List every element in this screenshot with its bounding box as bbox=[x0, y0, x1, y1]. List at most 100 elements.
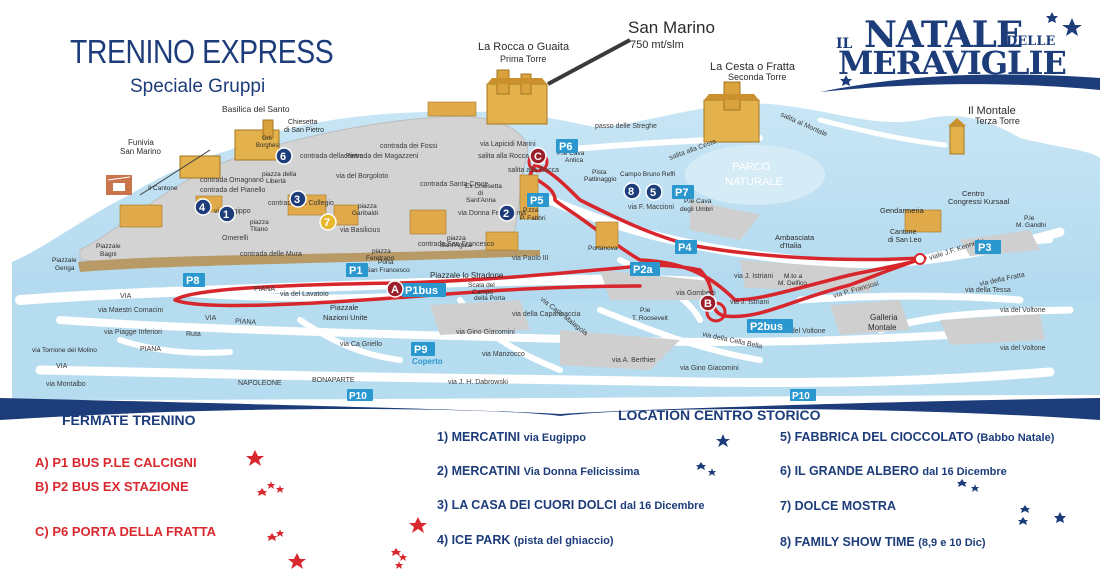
location-item-main: 6) IL GRANDE ALBERO bbox=[780, 464, 923, 478]
label-piazzale-genga-sub: Genga bbox=[55, 265, 75, 272]
place-labels: Piazzale Nazioni Unite Piazzale lo Strad… bbox=[32, 150, 1046, 354]
svg-text:5: 5 bbox=[650, 187, 656, 199]
location-item-note: (Babbo Natale) bbox=[976, 432, 1055, 444]
stop-markers: A B C bbox=[386, 147, 717, 312]
parco-naturale-area bbox=[685, 145, 825, 205]
svg-text:P3: P3 bbox=[978, 242, 991, 254]
location-item-main: 7) DOLCE MOSTRA bbox=[780, 499, 896, 513]
fermata-item: A) P1 BUS P.LE CALCIGNI bbox=[35, 455, 197, 470]
label-piazza-garibaldi: piazza bbox=[358, 203, 377, 210]
svg-text:2: 2 bbox=[503, 208, 509, 220]
svg-text:C: C bbox=[534, 151, 542, 163]
road-napoleone: NAPOLEONE bbox=[238, 380, 282, 387]
label-pista-sub: Pattinaggio bbox=[584, 176, 617, 183]
road-manzocco: via Manzocco bbox=[482, 351, 525, 358]
road-salita: salita alla Rocca bbox=[508, 167, 559, 174]
label-piazzale-bagni-sub: Bagni bbox=[100, 251, 117, 258]
svg-text:8: 8 bbox=[628, 186, 634, 198]
location-item-main: 4) ICE PARK bbox=[437, 533, 514, 547]
label-proosevelt-sub: T. Roosevelt bbox=[632, 315, 668, 322]
road-mura: contrada delle Mura bbox=[240, 251, 302, 258]
parking-badges: P1 P1bus P2a P2bus P3 P4 P5 P6 P7 P8 P9 … bbox=[183, 139, 1001, 402]
road-ruta: Ruta bbox=[186, 331, 201, 338]
location-marker-1: 1 bbox=[218, 205, 236, 223]
label-cantone: Cantone bbox=[890, 229, 917, 236]
label-piazza-feretrano-sub: Feretrano bbox=[366, 255, 395, 262]
route-end-right bbox=[914, 253, 926, 265]
event-logo: IL NATALE DELLE MERAVIGLIE bbox=[828, 14, 1088, 82]
road-capannaccia: via della Capannaccia bbox=[512, 311, 581, 318]
town-buildings bbox=[119, 101, 942, 251]
fermata-item: C) P6 PORTA DELLA FRATTA bbox=[35, 524, 217, 539]
label-piazzale-genga: Piazzale bbox=[52, 257, 77, 264]
city-wall bbox=[78, 250, 540, 272]
location-marker-4: 4 bbox=[194, 198, 212, 216]
label-orti: Orti bbox=[262, 136, 272, 142]
road-istriani2: via J. Istriani bbox=[730, 299, 769, 306]
svg-text:3: 3 bbox=[294, 194, 300, 206]
funivia-cable bbox=[139, 149, 211, 196]
road-via-2: VIA bbox=[205, 315, 217, 322]
label-parco-sub: NATURALE bbox=[725, 176, 783, 188]
label-pzza-fabbri: P.zza bbox=[523, 207, 539, 214]
label-funivia-sub: San Marino bbox=[120, 147, 161, 156]
road-paolo: via Paolo III bbox=[512, 255, 549, 262]
svg-text:P5: P5 bbox=[530, 195, 543, 207]
location-item: 2) MERCATINI Via Donna Felicissima bbox=[437, 464, 640, 478]
road-santa-croce: contrada Santa Croce bbox=[420, 181, 488, 188]
label-pcava-antica-sub: Antica bbox=[565, 157, 583, 164]
location-item-note: (pista del ghiaccio) bbox=[513, 535, 614, 547]
label-proosevelt: P.le bbox=[640, 307, 651, 314]
label-rocca-sub: Prima Torre bbox=[500, 54, 546, 64]
label-campo-reffi: Campo Bruno Reffi bbox=[620, 171, 675, 178]
funivia-icon bbox=[106, 175, 132, 195]
road-piana-2: PIANA bbox=[235, 318, 257, 326]
label-cantone-sub: di San Leo bbox=[888, 237, 922, 244]
label-pcava-umbri: P.le Cava bbox=[684, 198, 712, 205]
label-san-marino: San Marino bbox=[628, 18, 715, 37]
road-berthier: via A. Berthier bbox=[612, 357, 656, 364]
parking-p8: P8 bbox=[183, 273, 205, 287]
stop-marker-a: A bbox=[386, 280, 404, 298]
road-via-3: VIA bbox=[56, 363, 68, 370]
label-ambasciata: Ambasciata bbox=[775, 233, 815, 242]
location-title: LOCATION CENTRO STORICO bbox=[618, 407, 821, 423]
location-marker-3: 3 bbox=[289, 190, 307, 208]
svg-text:P7: P7 bbox=[675, 187, 688, 199]
label-rocca: La Rocca o Guaita bbox=[478, 41, 570, 53]
road-lapicidi: via Lapicidi Marini bbox=[480, 141, 536, 148]
road-maccioni: via F. Maccioni bbox=[628, 204, 674, 211]
label-piazza-sant-agata: piazza bbox=[447, 235, 466, 242]
svg-text:P8: P8 bbox=[186, 275, 199, 287]
fermate-title: FERMATE TRENINO bbox=[62, 412, 196, 428]
label-galleria-sub: Montale bbox=[868, 323, 897, 332]
label-ambasciata-sub: d'Italia bbox=[780, 241, 802, 250]
location-item-note: (8,9 e 10 Dic) bbox=[918, 537, 986, 549]
location-marker-2: 2 bbox=[498, 204, 516, 222]
location-item-note: via Eugippo bbox=[523, 432, 586, 444]
parking-p1bus: P1bus bbox=[402, 283, 446, 297]
location-item-main: 8) FAMILY SHOW TIME bbox=[780, 535, 919, 549]
label-orti-sub: Borghesi bbox=[256, 143, 280, 149]
parking-p6: P6 bbox=[556, 139, 578, 153]
location-markers: 1 2 3 4 5 6 7 8 bbox=[194, 147, 663, 231]
road-volturno: via del Voltone bbox=[780, 328, 826, 335]
svg-text:P6: P6 bbox=[559, 141, 572, 153]
label-pista: Pista bbox=[592, 169, 607, 176]
label-pcava-antica: P.le Cava bbox=[557, 150, 585, 157]
label-piazza-titano: piazza bbox=[250, 219, 269, 226]
location-item: 8) FAMILY SHOW TIME (8,9 e 10 Dic) bbox=[780, 535, 985, 549]
stop-marker-b: B bbox=[699, 294, 717, 312]
road-lavatoio: via del Lavatoio bbox=[280, 291, 329, 298]
road-pieve: contrada della Pieve bbox=[300, 153, 364, 160]
label-scala: Scala del bbox=[468, 282, 495, 289]
location-item: 1) MERCATINI via Eugippo bbox=[437, 430, 586, 444]
label-piazzale-nazioni-sub: Nazioni Unite bbox=[323, 313, 368, 322]
road-piana-3: PIANA bbox=[140, 346, 161, 353]
location-item: 3) LA CASA DEI CUORI DOLCI dal 16 Dicemb… bbox=[437, 498, 704, 512]
label-mto-sub: M. Delfico bbox=[778, 280, 807, 287]
label-san-marino-alt: 750 mt/slm bbox=[630, 39, 684, 51]
label-porta: Porta bbox=[378, 259, 394, 266]
label-cantone-place: Il Cantone bbox=[148, 185, 178, 192]
